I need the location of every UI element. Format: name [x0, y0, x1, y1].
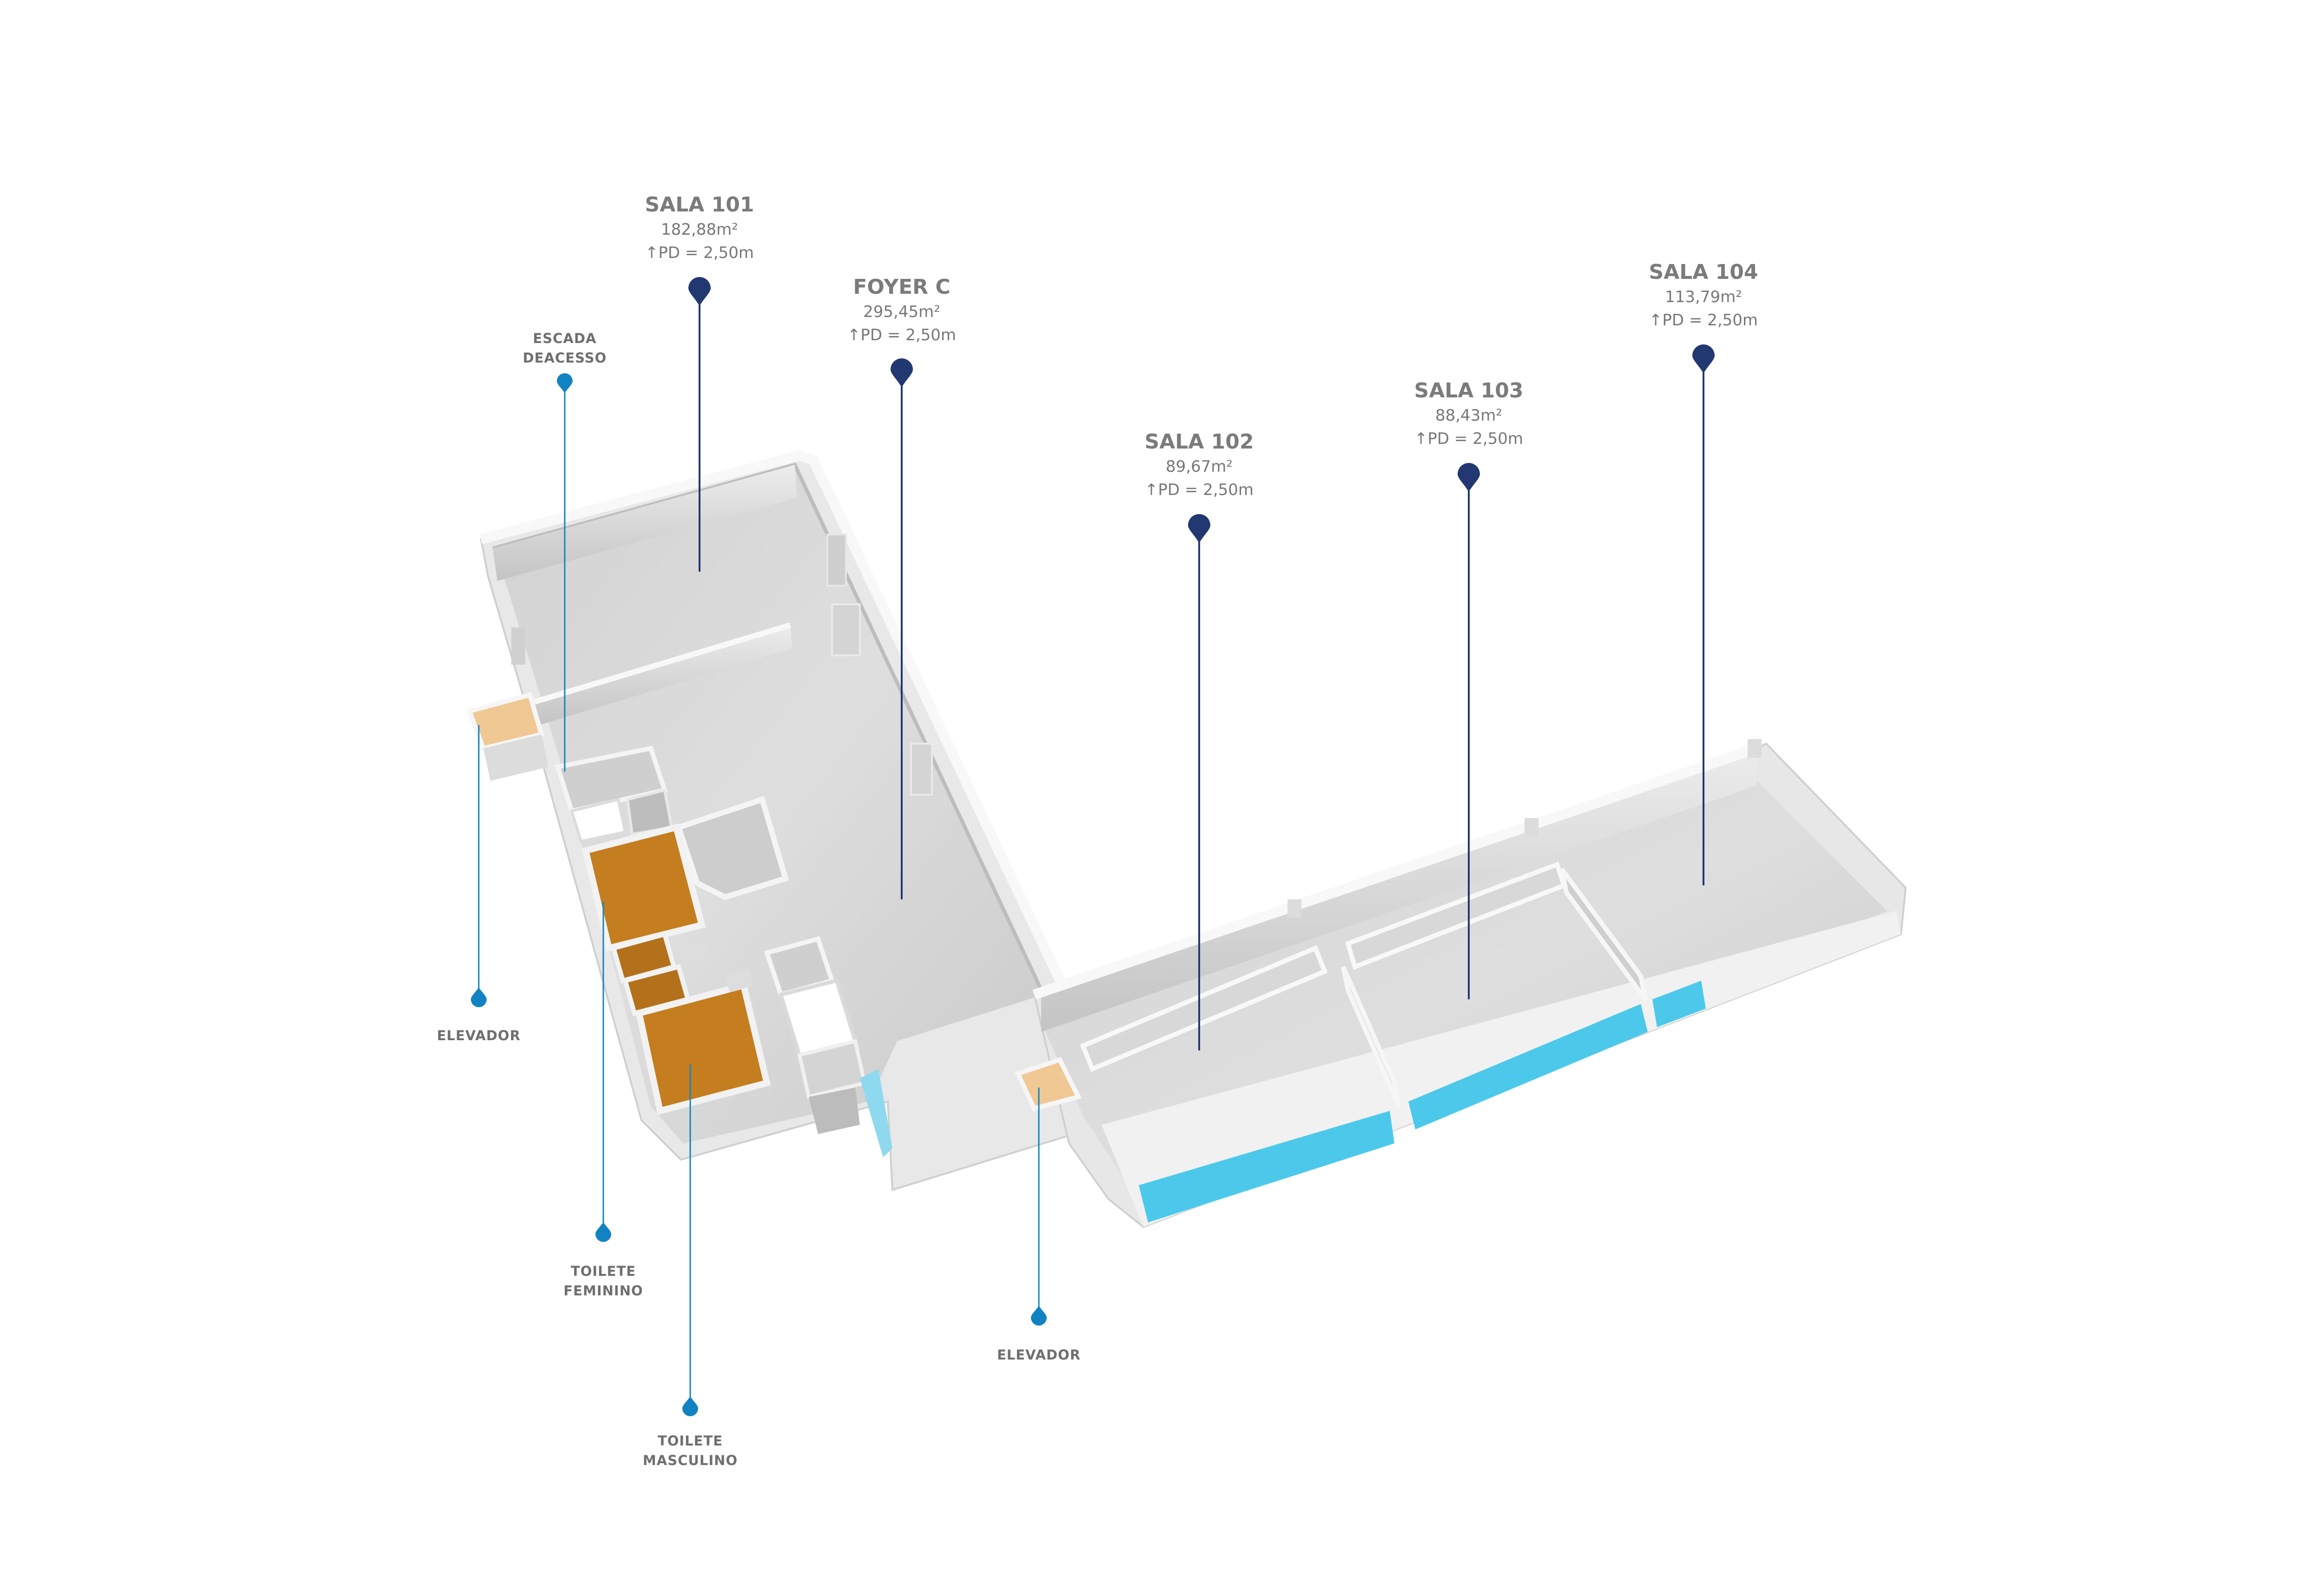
map-pin-icon [1188, 514, 1210, 543]
map-pin-icon [688, 277, 711, 306]
sala101-partition [535, 625, 792, 725]
map-pin-icon [471, 987, 487, 1007]
toilet-feminino-room [581, 823, 706, 952]
elevator-right-box [1015, 1056, 1082, 1111]
feature-label-elevador-left: ELEVADOR [437, 1028, 521, 1043]
map-pin-icon [595, 1222, 611, 1242]
room-label-sala104: SALA 104 113,79m² ↑PD = 2,50m [1649, 260, 1758, 330]
pin-sala103 [1458, 463, 1480, 999]
room-height: ↑PD = 2,50m [1145, 481, 1254, 499]
right-wing-back-wall [1041, 748, 1757, 1032]
elevator-left-box [466, 692, 548, 781]
map-pin-icon [682, 1396, 698, 1416]
left-wing-wall-top [480, 450, 1074, 1002]
glass-sala104 [1652, 981, 1706, 1027]
room-label-sala101: SALA 101 182,88m² ↑PD = 2,50m [645, 193, 754, 262]
room-area: 182,88m² [661, 220, 738, 239]
feature-label-line: DEACESSO [523, 350, 607, 366]
left-wing [480, 450, 1075, 1191]
pin-sala101 [688, 277, 711, 572]
toilets [581, 823, 771, 1115]
room-label-sala103: SALA 103 88,43m² ↑PD = 2,50m [1414, 379, 1524, 448]
room-title: SALA 103 [1414, 379, 1524, 403]
room-label-foyer-c: FOYER C 295,45m² ↑PD = 2,50m [847, 275, 956, 344]
feature-label-escada: ESCADA DEACESSO [523, 330, 607, 366]
callouts [471, 277, 1715, 1416]
feature-label-toilete-masculino: TOILETE MASCULINO [643, 1433, 738, 1468]
feature-label-elevador-right: ELEVADOR [997, 1347, 1081, 1363]
map-pin-icon [1458, 463, 1480, 492]
room-height: ↑PD = 2,50m [847, 326, 956, 344]
map-pin-icon [557, 373, 573, 393]
room-area: 88,43m² [1435, 406, 1502, 425]
partition-102-103 [1341, 965, 1401, 1108]
map-pin-icon [1031, 1306, 1047, 1326]
pin-sala104 [1692, 344, 1715, 885]
map-pin-icon [1692, 344, 1715, 374]
pin-sala102 [1188, 514, 1210, 1050]
pin-elevador-right [1031, 1088, 1047, 1326]
storage-room [675, 796, 789, 900]
room-area: 113,79m² [1665, 288, 1742, 306]
pin-elevador-left [471, 725, 487, 1007]
service-block [764, 936, 867, 1134]
feature-label-line: ESCADA [533, 330, 597, 346]
room-title: SALA 101 [645, 193, 754, 217]
feature-label-toilete-feminino: TOILETE FEMININO [563, 1263, 643, 1299]
feature-label-line: FEMININO [563, 1283, 643, 1299]
room-height: ↑PD = 2,50m [1414, 429, 1523, 448]
feature-label-line: ELEVADOR [997, 1347, 1081, 1363]
foyer-glass [860, 1069, 892, 1157]
room-height: ↑PD = 2,50m [1649, 311, 1758, 330]
pin-escada [557, 373, 573, 772]
feature-label-line: TOILETE [658, 1433, 723, 1449]
feature-label-line: ELEVADOR [437, 1028, 521, 1043]
glass-sala103 [1408, 1004, 1648, 1129]
room-label-sala102: SALA 102 89,67m² ↑PD = 2,50m [1145, 430, 1254, 499]
stair-block [555, 746, 673, 843]
feature-label-line: MASCULINO [643, 1452, 738, 1468]
room-area: 295,45m² [863, 303, 940, 321]
room-height: ↑PD = 2,50m [645, 244, 754, 262]
pin-foyer-c [891, 358, 913, 899]
room-title: SALA 104 [1649, 260, 1758, 284]
pin-toilete-masculino [682, 1064, 698, 1416]
room-area: 89,67m² [1166, 457, 1233, 476]
pin-toilete-feminino [595, 902, 611, 1242]
sala101-back-wall [493, 465, 797, 581]
room-title: SALA 102 [1145, 430, 1254, 454]
right-wing [1032, 739, 1907, 1228]
feature-label-line: TOILETE [571, 1263, 636, 1279]
map-pin-icon [891, 358, 913, 388]
glass-sala102 [1139, 1111, 1394, 1222]
toilet-masculino-room [635, 981, 771, 1115]
room-title: FOYER C [853, 275, 950, 299]
